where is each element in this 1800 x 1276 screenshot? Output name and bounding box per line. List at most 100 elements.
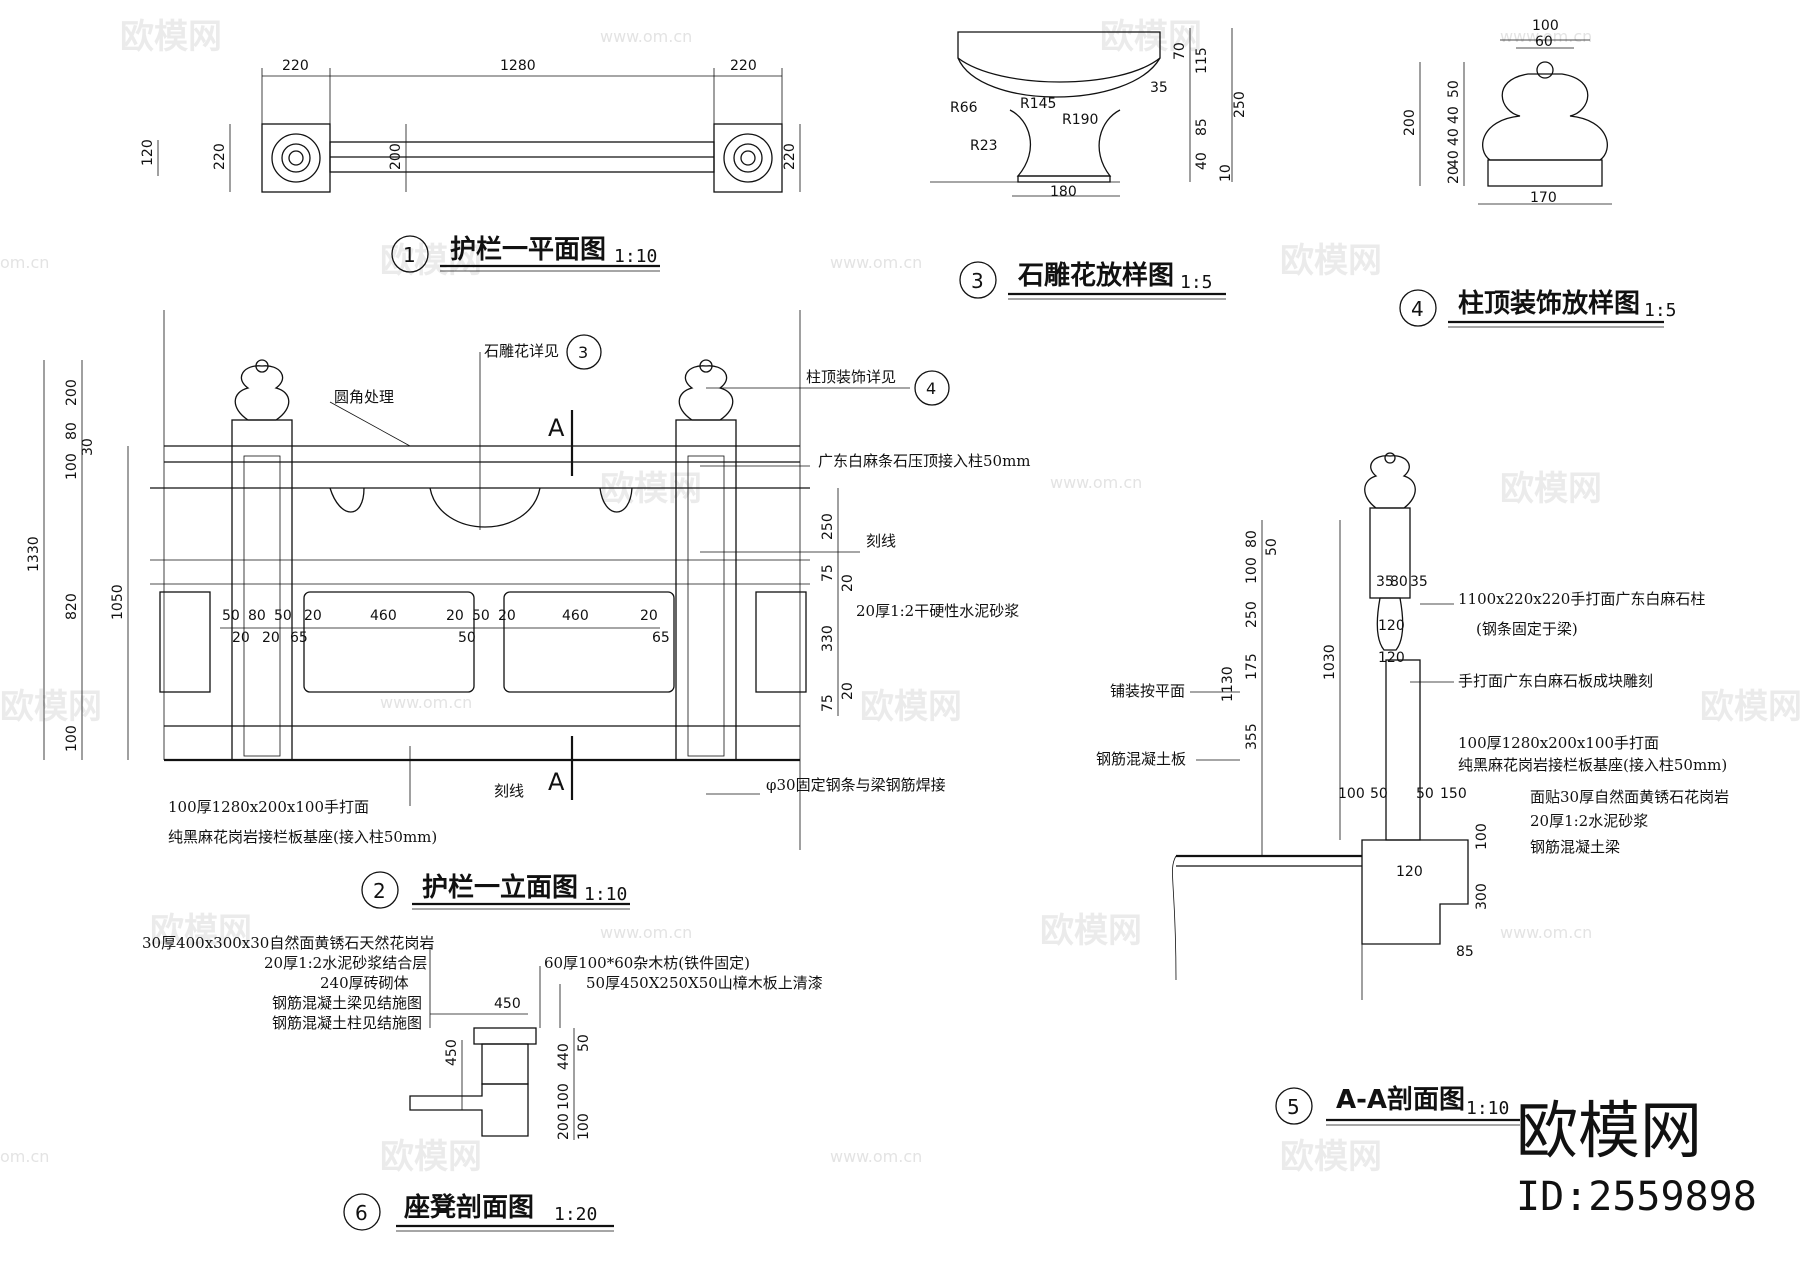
dim-35: 35 <box>1376 574 1394 590</box>
watermark-logo: 欧模网 <box>1516 1094 1702 1167</box>
section-mark-a: A <box>548 768 565 796</box>
dim-40: 40 <box>1446 106 1462 124</box>
note-beam: 钢筋混凝土梁 <box>1530 838 1620 856</box>
dim-65: 65 <box>290 630 308 646</box>
dim-35: 35 <box>1410 574 1428 590</box>
dim-70: 70 <box>1172 42 1188 60</box>
note-round-corner: 圆角处理 <box>334 388 394 406</box>
watermark-brand: 欧模网 <box>1100 17 1202 57</box>
watermark-url: om.cn <box>0 253 49 272</box>
dim-120: 120 <box>1378 650 1405 666</box>
ref-bubble: 4 <box>926 379 936 398</box>
note-groove: 刻线 <box>494 782 524 800</box>
watermark-layer: 欧模网 www.om.cn 欧模网 www.om.cn om.cn 欧模网 ww… <box>0 17 1800 1177</box>
dim-40: 40 <box>1446 128 1462 146</box>
dim-30: 30 <box>80 438 96 456</box>
watermark-brand: 欧模网 <box>600 469 702 509</box>
watermark-url: www.om.cn <box>380 693 472 712</box>
dim-220: 220 <box>212 143 228 170</box>
dim-220: 220 <box>730 58 757 74</box>
note-bench: 50厚450X250X50山樟木板上清漆 <box>586 974 823 992</box>
dim-50: 50 <box>1264 538 1280 556</box>
dim-220: 220 <box>782 143 798 170</box>
dim-460: 460 <box>370 608 397 624</box>
watermark-url: www.om.cn <box>830 253 922 272</box>
dim-440: 440 <box>556 1043 572 1070</box>
dim-20: 20 <box>498 608 516 624</box>
dim-100: 100 <box>1532 18 1559 34</box>
title-number: 3 <box>971 269 984 293</box>
dim-r190: R190 <box>1062 112 1098 128</box>
dim-120: 120 <box>140 139 156 166</box>
dim-100: 100 <box>576 1113 592 1140</box>
title-bench: 座凳剖面图 <box>404 1192 534 1223</box>
dim-200: 200 <box>388 143 404 170</box>
note-mortar: 20厚1:2干硬性水泥砂浆 <box>856 602 1019 620</box>
dim-80: 80 <box>248 608 266 624</box>
title-finial: 柱顶装饰放样图 <box>1458 288 1640 319</box>
dim-85: 85 <box>1456 944 1474 960</box>
note-bench: 钢筋混凝土梁见结施图 <box>272 994 422 1012</box>
note-base: 100厚1280x200x100手打面 <box>168 798 369 816</box>
note-bench: 60厚100*60杂木枋(铁件固定) <box>544 954 750 972</box>
watermark-url: www.om.cn <box>1050 473 1142 492</box>
dim-820: 820 <box>64 593 80 620</box>
dim-150: 150 <box>1440 786 1467 802</box>
title-carving: 石雕花放样图 <box>1017 260 1174 291</box>
ref-bubble: 3 <box>578 343 588 362</box>
note-pillar: 1100x220x220手打面广东白麻石柱 <box>1458 590 1705 608</box>
watermark-brand: 欧模网 <box>380 241 482 281</box>
note-bench: 20厚1:2水泥砂浆结合层 <box>264 954 427 972</box>
dim-50: 50 <box>274 608 292 624</box>
dim-100: 100 <box>64 725 80 752</box>
title-scale: 1:20 <box>554 1204 597 1225</box>
plan-view: 220 1280 220 120 220 200 220 1 护栏一平面图 1:… <box>140 58 801 273</box>
watermark-brand: 欧模网 <box>1040 911 1142 951</box>
title-number: 1 <box>403 243 416 267</box>
dim-20: 20 <box>262 630 280 646</box>
note-bench: 30厚400x300x30自然面黄锈石天然花岗岩 <box>142 934 434 952</box>
title-number: 6 <box>355 1201 368 1225</box>
title-elevation: 护栏一立面图 <box>422 872 578 903</box>
note-face: 面贴30厚自然面黄锈石花岗岩 <box>1530 788 1729 806</box>
dim-115: 115 <box>1194 47 1210 74</box>
title-number: 5 <box>1287 1095 1300 1119</box>
dim-20: 20 <box>304 608 322 624</box>
dim-200: 200 <box>1402 109 1418 136</box>
watermark-brand: 欧模网 <box>150 911 252 951</box>
note-mortar: 20厚1:2水泥砂浆 <box>1530 812 1648 830</box>
finial-detail: 100 60 170 200 50 40 40 40 20 4 柱顶装饰放样图 … <box>1399 18 1677 328</box>
dim-50: 50 <box>1370 786 1388 802</box>
note-finial-ref: 柱顶装饰详见 <box>806 368 896 386</box>
dim-40: 40 <box>1446 150 1462 168</box>
note-bench: 240厚砖砌体 <box>320 974 409 992</box>
dim-200: 200 <box>556 1113 572 1140</box>
title-scale: 1:10 <box>584 884 627 905</box>
note-bench: 钢筋混凝土柱见结施图 <box>272 1014 422 1032</box>
title-plan: 护栏一平面图 <box>450 235 606 265</box>
dim-35: 35 <box>1150 80 1168 96</box>
title-scale: 1:5 <box>1644 300 1677 321</box>
dim-50: 50 <box>1446 80 1462 98</box>
dim-20: 20 <box>840 574 856 592</box>
dim-40: 40 <box>1194 152 1210 170</box>
watermark-brand: 欧模网 <box>120 17 222 57</box>
dim-50: 50 <box>1416 786 1434 802</box>
dim-120: 120 <box>1378 618 1405 634</box>
note-pillar: (钢条固定于梁) <box>1476 620 1578 638</box>
dim-75: 75 <box>820 694 836 712</box>
note-base: 100厚1280x200x100手打面 <box>1458 734 1659 752</box>
note-base: 纯黑麻花岗岩接栏板基座(接入柱50mm) <box>1458 756 1727 774</box>
dim-180: 180 <box>1050 184 1077 200</box>
note-paving: 铺装按平面 <box>1110 682 1185 700</box>
dim-100: 100 <box>556 1083 572 1110</box>
dim-450: 450 <box>494 996 521 1012</box>
watermark-brand: 欧模网 <box>860 687 962 727</box>
title-section: A-A剖面图 <box>1336 1084 1465 1115</box>
watermark-brand: 欧模网 <box>380 1137 482 1177</box>
dim-100: 100 <box>64 453 80 480</box>
dim-250: 250 <box>1232 91 1248 118</box>
watermark-brand: 欧模网 <box>1500 469 1602 509</box>
dim-200: 200 <box>64 379 80 406</box>
